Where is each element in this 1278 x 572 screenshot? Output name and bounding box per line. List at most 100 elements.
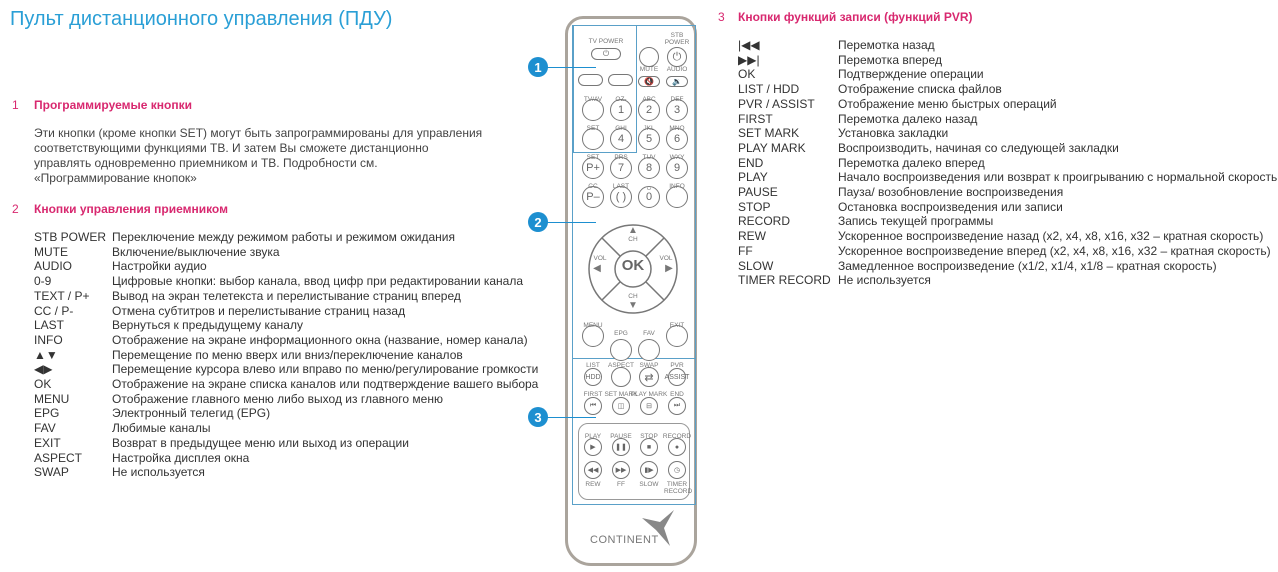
info-button[interactable] xyxy=(666,186,688,208)
p-minus-button[interactable]: P– xyxy=(582,186,604,208)
set-button[interactable] xyxy=(582,128,604,150)
digit-4-button[interactable]: 4 xyxy=(610,128,632,150)
last-button[interactable]: ( ) xyxy=(610,186,632,208)
list-item: PLAY Начало воспроизведения или возврат к… xyxy=(738,170,1278,184)
digit-5-button[interactable]: 5 xyxy=(638,128,660,150)
record-button[interactable]: ● xyxy=(668,438,686,456)
epg-button[interactable] xyxy=(610,339,632,361)
stop-button[interactable]: ■ xyxy=(640,438,658,456)
stb-power-button[interactable]: ⏻ xyxy=(667,47,687,67)
button-label: PAUSE xyxy=(610,433,632,440)
button-label: SET xyxy=(586,154,600,161)
play-button[interactable]: ▶ xyxy=(584,438,602,456)
p-plus-button[interactable]: P+ xyxy=(582,157,604,179)
item-description: Отображение списка файлов xyxy=(838,82,1002,97)
ff-button[interactable]: ▶▶ xyxy=(612,461,630,479)
item-description: Начало воспроизведения или возврат к про… xyxy=(838,170,1278,185)
button-label: EXIT xyxy=(669,322,685,329)
item-description: Пауза/ возобновление воспроизведения xyxy=(838,185,1064,199)
digit-3-button[interactable]: 3 xyxy=(666,99,688,121)
timer-record-button[interactable]: ◷ xyxy=(668,461,686,479)
digit-7-button[interactable]: 7 xyxy=(610,157,632,179)
list-item: CC / P-Отмена субтитров и перелистывание… xyxy=(34,304,634,318)
tvav-button[interactable] xyxy=(582,99,604,121)
item-description: Отмена субтитров и перелистывание страни… xyxy=(112,303,406,318)
pvr-button[interactable]: ASSIST xyxy=(665,368,689,386)
digit-8-button[interactable]: 8 xyxy=(638,157,660,179)
first-button[interactable]: ⏮ xyxy=(584,397,602,415)
button-label: TIMER RECORD xyxy=(664,481,693,495)
power-button[interactable]: ⏻ xyxy=(591,48,621,60)
remote-frame-3 xyxy=(572,358,696,505)
item-key: PLAY xyxy=(738,170,768,185)
item-key: SET MARK xyxy=(738,126,800,141)
arrow-up-icon[interactable]: ▲ xyxy=(628,225,638,236)
set-mark-button[interactable]: ◫ xyxy=(612,397,630,415)
digit-6-button[interactable]: 6 xyxy=(666,128,688,150)
button-label: LAST xyxy=(612,183,630,190)
item-key: TEXT / P+ xyxy=(34,288,90,303)
arrow-right-icon[interactable]: ▶ xyxy=(665,263,673,274)
item-key: LIST / HDD xyxy=(738,82,800,97)
item-key: AUDIO xyxy=(34,259,73,274)
arrow-down-icon[interactable]: ▼ xyxy=(628,300,638,311)
button-label: END xyxy=(670,391,684,398)
button-label: MNO xyxy=(669,125,685,132)
exit-button[interactable] xyxy=(666,325,688,347)
tv-right-button[interactable] xyxy=(607,74,633,86)
section-1-heading: Программируемые кнопки xyxy=(34,98,192,112)
section-2-heading: Кнопки управления приемником xyxy=(34,202,228,216)
button-label: AUDIO xyxy=(666,66,688,73)
button-label: WXY xyxy=(669,154,685,161)
list-button[interactable]: HDD xyxy=(584,368,602,386)
button-label: MENU xyxy=(583,322,603,329)
dpad xyxy=(588,224,678,314)
digit-1-button[interactable]: 1 xyxy=(610,99,632,121)
tv-left-button[interactable] xyxy=(577,74,603,86)
button-label: SLOW xyxy=(639,481,659,488)
menu-button[interactable] xyxy=(582,325,604,347)
button-label: LIST xyxy=(586,362,600,369)
swap-button[interactable]: ⇄ xyxy=(639,367,659,387)
rew-button[interactable]: ◀◀ xyxy=(584,461,602,479)
end-button[interactable]: ⏭ xyxy=(668,397,686,415)
button-label: CH xyxy=(628,236,638,243)
digit-2-button[interactable]: 2 xyxy=(638,99,660,121)
item-key: ▲▼ xyxy=(34,347,58,362)
arrow-left-icon[interactable]: ◀ xyxy=(593,263,601,274)
play-mark-button[interactable]: ⊟ xyxy=(640,397,658,415)
mute-button[interactable]: 🔇 xyxy=(638,75,660,87)
digit-0-button[interactable]: 0 xyxy=(638,186,660,208)
button-label: ABC xyxy=(642,96,656,103)
slow-button[interactable]: ▮▶ xyxy=(640,461,658,479)
section-1-number: 1 xyxy=(12,98,19,112)
pause-button[interactable]: ❚❚ xyxy=(612,438,630,456)
digit-9-button[interactable]: 9 xyxy=(666,157,688,179)
list-item: ▲▼Перемещение по меню вверх или вниз/пер… xyxy=(34,348,634,362)
list-item: LIST / HDD Отображение списка файлов xyxy=(738,82,1278,96)
item-key: PVR / ASSIST xyxy=(738,96,815,111)
button-label: SWAP xyxy=(639,362,659,369)
ok-button[interactable]: OK xyxy=(621,257,645,274)
item-key: ASPECT xyxy=(34,450,83,465)
item-description: Остановка воспроизведения или записи xyxy=(838,199,1063,214)
button-label: ␣ xyxy=(646,183,652,190)
fav-button[interactable] xyxy=(638,339,660,361)
button-label: DEF xyxy=(670,96,684,103)
blank-button[interactable] xyxy=(639,47,659,67)
audio-button[interactable]: 🔉 xyxy=(666,75,688,87)
button-label: CC xyxy=(588,183,598,190)
button-label: EPG xyxy=(614,330,628,337)
callout-line xyxy=(538,222,596,223)
item-description: Переключение между режимом работы и режи… xyxy=(112,230,455,244)
aspect-button[interactable] xyxy=(611,367,631,387)
button-label: JKL xyxy=(643,125,655,132)
